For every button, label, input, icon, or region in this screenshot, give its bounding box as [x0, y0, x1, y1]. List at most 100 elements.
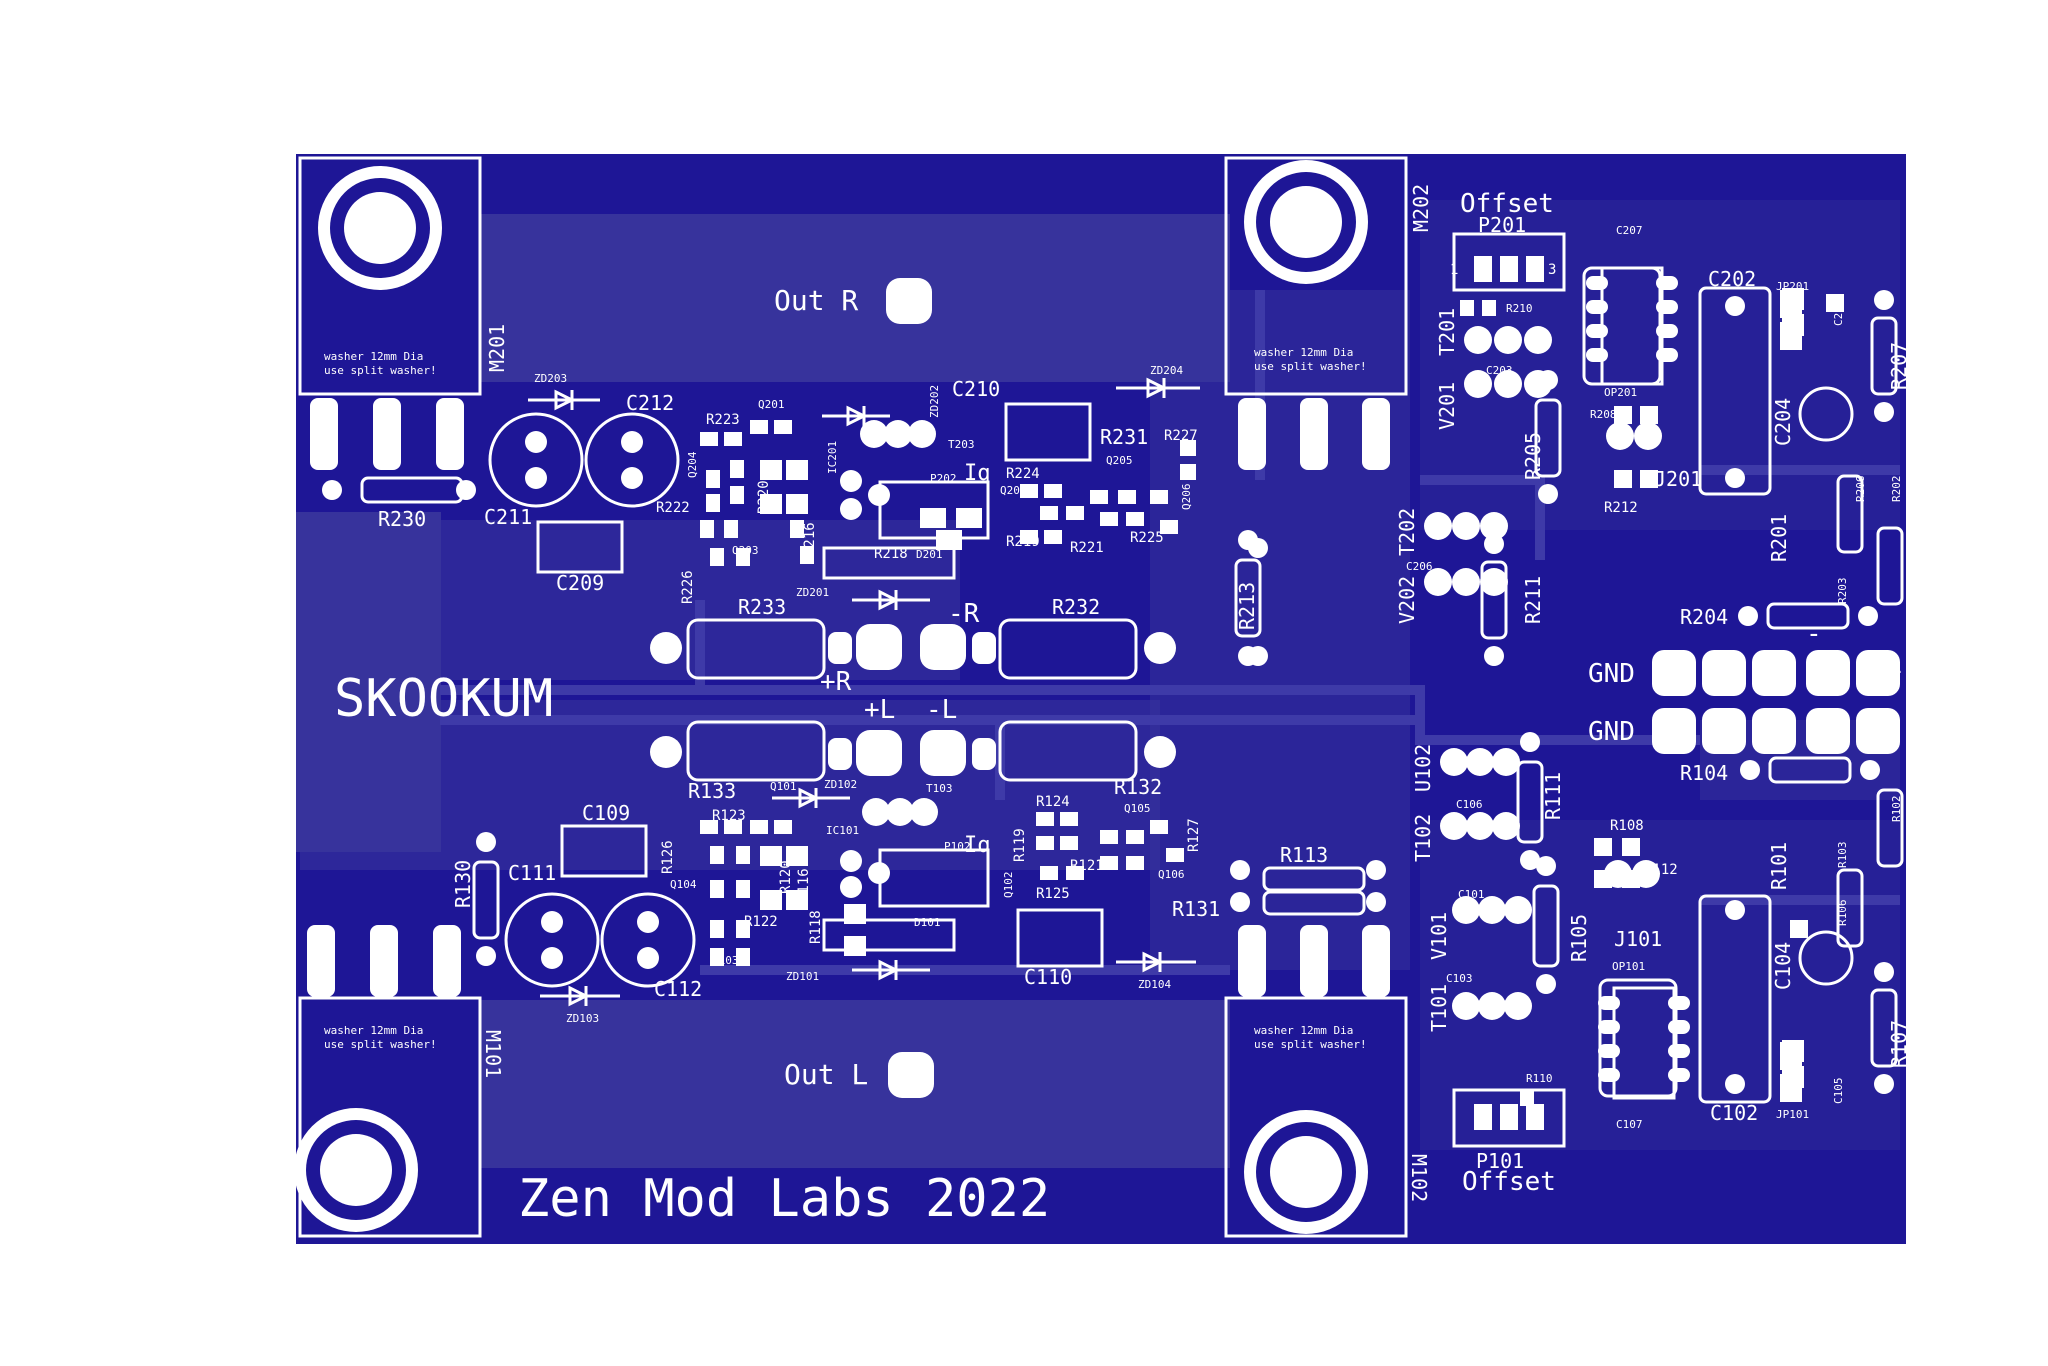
c103-label: C103 [1446, 972, 1473, 985]
zener-diodes [528, 377, 1200, 1007]
washer-note-m202-2: use split washer! [1254, 360, 1367, 373]
t103-label: T103 [926, 782, 953, 795]
r204-label: R204 [1680, 605, 1728, 629]
m101-label: M101 [481, 1030, 505, 1078]
v101-label: V101 [1427, 912, 1451, 960]
p101-label: P101 [1476, 1149, 1524, 1173]
board-title: SKOOKUM [334, 669, 553, 729]
r101-label: R101 [1767, 842, 1791, 890]
smd-pads-lower [700, 812, 1808, 1106]
footer-text: Zen Mod Labs 2022 [518, 1169, 1050, 1229]
c112-label: C112 [654, 977, 702, 1001]
t202-label: T202 [1395, 508, 1419, 556]
mosfet-m202 [1224, 156, 1408, 470]
m202-label: M202 [1409, 184, 1433, 232]
electrolytic-caps [488, 386, 1854, 988]
power-resistors [686, 618, 1138, 782]
q203-label: Q203 [732, 544, 759, 557]
v201-label: V201 [1435, 382, 1459, 430]
zd203-label: ZD203 [534, 372, 567, 385]
r202-label: R202 [1890, 476, 1903, 503]
c104-label: C104 [1771, 942, 1795, 990]
q102-label: Q102 [1002, 872, 1015, 899]
r111-label: R111 [1541, 772, 1565, 820]
c110-label: C110 [1024, 965, 1072, 989]
c106-label: C106 [1456, 798, 1483, 811]
q205-label: Q205 [1106, 454, 1133, 467]
c203-label: C203 [1486, 364, 1513, 377]
r103-label: R103 [1836, 842, 1849, 869]
zd102-label: ZD102 [824, 778, 857, 791]
ic101-label: IC101 [826, 824, 859, 837]
pin1-label: 1 [1450, 262, 1458, 278]
v202-label: V202 [1395, 576, 1419, 624]
gnd-label-2: GND [1588, 717, 1635, 747]
plus-l-label: +L [864, 695, 895, 725]
t101-label: T101 [1427, 984, 1451, 1032]
op201-label: OP201 [1604, 386, 1637, 399]
r222-label: R222 [656, 500, 690, 516]
q204-label: Q204 [686, 451, 699, 478]
power-terminals [1652, 650, 1900, 754]
c202-label: C202 [1708, 267, 1756, 291]
r201-label: R201 [1767, 514, 1791, 562]
c210-label: C210 [952, 377, 1000, 401]
r112-label: R112 [1644, 862, 1678, 878]
r130-label: R130 [451, 860, 475, 908]
r210-label: R210 [1506, 302, 1533, 315]
r132-label: R132 [1114, 775, 1162, 799]
q101-label: Q101 [770, 780, 797, 793]
r225-label: R225 [1130, 530, 1164, 546]
m201-label: M201 [485, 324, 509, 372]
c211-label: C211 [484, 505, 532, 529]
mosfet-m201 [298, 156, 482, 470]
zd101-label: ZD101 [786, 970, 819, 983]
axial-resistors [360, 316, 1904, 1068]
r227-label: R227 [1164, 428, 1198, 444]
r226-label: R226 [680, 570, 696, 604]
zd202-label: ZD202 [928, 385, 941, 418]
minus-l-label: -L [926, 695, 957, 725]
q206-label: Q206 [1180, 484, 1193, 511]
iq-label-upper: Iq [964, 461, 991, 486]
r123-label: R123 [712, 808, 746, 824]
washer-note-m102-2: use split washer! [1254, 1038, 1367, 1051]
u102-label: U102 [1411, 744, 1435, 792]
c111-label: C111 [508, 861, 556, 885]
out-r-label: Out R [774, 284, 858, 317]
r116-label: R116 [796, 868, 812, 902]
d201-label: D201 [916, 548, 943, 561]
r120-label: R120 [778, 860, 794, 894]
zd104-label: ZD104 [1138, 978, 1171, 991]
c107-label: C107 [1616, 1118, 1643, 1131]
c209-label: C209 [556, 571, 604, 595]
r119-label: R119 [1012, 828, 1028, 862]
op101-label: OP101 [1612, 960, 1645, 973]
r121-label: R121 [1070, 858, 1104, 874]
r104-label: R104 [1680, 761, 1728, 785]
jp201-label: JP201 [1776, 280, 1809, 293]
jp101-label: JP101 [1776, 1108, 1809, 1121]
r220-label: R220 [756, 480, 772, 514]
zd201-label: ZD201 [796, 586, 829, 599]
r231-label: R231 [1100, 425, 1148, 449]
cap-pads [525, 431, 659, 969]
r127-label: R127 [1186, 818, 1202, 852]
mosfet-m102 [1224, 925, 1408, 1238]
j101-label: J101 [1614, 927, 1662, 951]
washer-note-m101-1: washer 12mm Dia [324, 1024, 423, 1037]
offset-label-bottom: Offset [1462, 1167, 1556, 1197]
r212-label: R212 [1604, 500, 1638, 516]
r218-label: R218 [874, 546, 908, 562]
c212-label: C212 [626, 391, 674, 415]
minus-label: - [1806, 619, 1822, 649]
t102-label: T102 [1411, 814, 1435, 862]
octagon-pads [650, 278, 1176, 1098]
c109-label: C109 [582, 801, 630, 825]
gnd-label-1: GND [1588, 659, 1635, 689]
r131-label: R131 [1172, 897, 1220, 921]
r113-label: R113 [1280, 843, 1328, 867]
r224-label: R224 [1006, 466, 1040, 482]
r219-label: R219 [1006, 534, 1040, 550]
